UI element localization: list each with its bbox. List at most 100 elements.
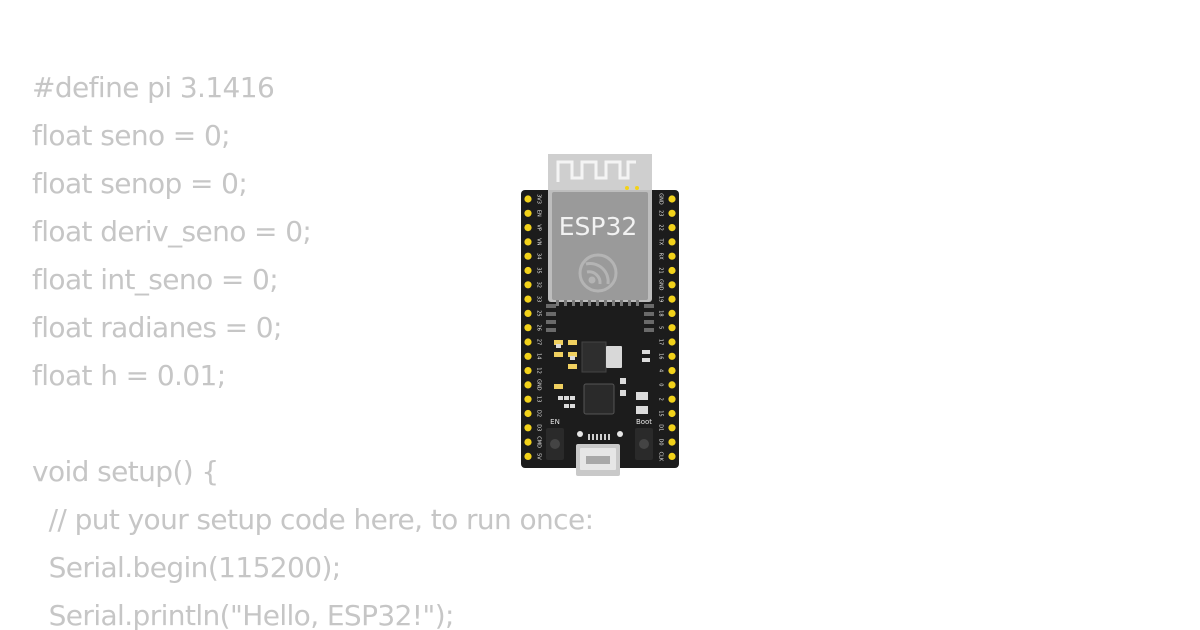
pin-label: 5V xyxy=(536,453,542,460)
usb-port[interactable] xyxy=(576,444,620,476)
pin-label: 3V3 xyxy=(536,194,542,204)
pin[interactable] xyxy=(524,438,532,446)
pin-label: 23 xyxy=(658,210,664,216)
code-line: float deriv_seno = 0; xyxy=(32,215,312,248)
pin[interactable] xyxy=(668,338,676,346)
code-line: // put your setup code here, to run once… xyxy=(32,503,594,536)
pin[interactable] xyxy=(668,438,676,446)
code-line: float senop = 0; xyxy=(32,167,248,200)
pin-label: 12 xyxy=(536,367,542,373)
pin[interactable] xyxy=(668,381,676,389)
pin-label: 35 xyxy=(536,267,542,273)
esp32-board[interactable]: ESP32 xyxy=(518,152,682,480)
pin-label: D1 xyxy=(658,424,664,431)
pin-label: RX xyxy=(658,253,664,260)
pin[interactable] xyxy=(668,295,676,303)
code-line: Serial.begin(115200); xyxy=(32,551,342,584)
pin[interactable] xyxy=(524,195,532,203)
code-line: void setup() { xyxy=(32,455,219,488)
pin-label: 4 xyxy=(658,369,664,372)
pin-label: TX xyxy=(658,238,664,246)
pin[interactable] xyxy=(524,352,532,360)
pin-label: 22 xyxy=(658,224,664,230)
pin-label: EN xyxy=(536,210,542,217)
pin-label: VN xyxy=(536,238,542,245)
pin-label: 26 xyxy=(536,325,542,331)
pin-label: 21 xyxy=(658,267,664,273)
pin[interactable] xyxy=(668,281,676,289)
pin-label: GND xyxy=(536,379,542,391)
code-snippet: #define pi 3.1416 float seno = 0; float se… xyxy=(32,64,594,630)
boot-label: Boot xyxy=(636,418,652,426)
en-button[interactable] xyxy=(546,428,564,460)
voltage-regulator xyxy=(581,341,607,373)
pin[interactable] xyxy=(668,324,676,332)
pin[interactable] xyxy=(668,195,676,203)
code-line: float h = 0.01; xyxy=(32,359,226,392)
pin[interactable] xyxy=(668,452,676,460)
pin-label: 2 xyxy=(658,398,664,401)
chip-label: ESP32 xyxy=(559,212,638,241)
pin[interactable] xyxy=(668,252,676,260)
pin[interactable] xyxy=(524,409,532,418)
pin-label: D0 xyxy=(658,439,664,446)
en-label: EN xyxy=(550,418,560,426)
code-line: float int_seno = 0; xyxy=(32,263,279,296)
pin[interactable] xyxy=(524,238,532,246)
pin[interactable] xyxy=(668,395,676,403)
pin[interactable] xyxy=(668,209,676,217)
pin[interactable] xyxy=(668,238,676,246)
pin[interactable] xyxy=(524,209,532,217)
pin[interactable] xyxy=(668,424,676,432)
pin-label: 25 xyxy=(536,310,542,316)
pin[interactable] xyxy=(524,224,532,232)
code-line: Serial.println("Hello, ESP32!"); xyxy=(32,599,455,630)
pin-label: 13 xyxy=(536,396,542,402)
pin-label: GND xyxy=(658,193,664,205)
pin[interactable] xyxy=(524,266,532,275)
pin-label: GND xyxy=(658,279,664,291)
pin-label: 16 xyxy=(658,353,664,359)
code-line: #define pi 3.1416 xyxy=(32,71,275,104)
code-line: float seno = 0; xyxy=(32,119,231,152)
pin[interactable] xyxy=(524,395,532,403)
espressif-logo-icon xyxy=(578,253,618,293)
pin-label: D2 xyxy=(536,410,542,417)
pin[interactable] xyxy=(524,424,532,432)
pin-label: VP xyxy=(536,224,542,230)
pin-label: 14 xyxy=(536,353,542,359)
usb-uart-chip xyxy=(583,383,615,415)
pin[interactable] xyxy=(524,252,532,260)
boot-button[interactable] xyxy=(635,428,653,460)
pin[interactable] xyxy=(524,452,532,460)
pin-label: 32 xyxy=(536,282,542,288)
pin[interactable] xyxy=(668,367,676,375)
pin[interactable] xyxy=(668,409,676,418)
pin[interactable] xyxy=(668,266,676,275)
pin-label: CMD xyxy=(536,436,542,448)
pin-label: 18 xyxy=(658,310,664,316)
pin[interactable] xyxy=(524,381,532,389)
pin-label: 17 xyxy=(658,339,664,345)
antenna-trace xyxy=(556,160,636,182)
pin[interactable] xyxy=(668,309,676,317)
pin[interactable] xyxy=(668,224,676,232)
pin-label: 15 xyxy=(658,410,664,416)
pin[interactable] xyxy=(524,324,532,332)
pin[interactable] xyxy=(524,367,532,375)
pin[interactable] xyxy=(524,309,532,317)
pin-label: 33 xyxy=(536,296,542,302)
pin-label: 27 xyxy=(536,339,542,345)
pin[interactable] xyxy=(524,295,532,303)
pin[interactable] xyxy=(524,338,532,346)
code-line xyxy=(32,400,593,448)
pin-label: 5 xyxy=(658,326,664,329)
pin-label: 19 xyxy=(658,296,664,302)
pin[interactable] xyxy=(524,281,532,289)
pin[interactable] xyxy=(668,352,676,360)
pin-label: 34 xyxy=(536,253,542,259)
pin-label: D3 xyxy=(536,424,542,431)
